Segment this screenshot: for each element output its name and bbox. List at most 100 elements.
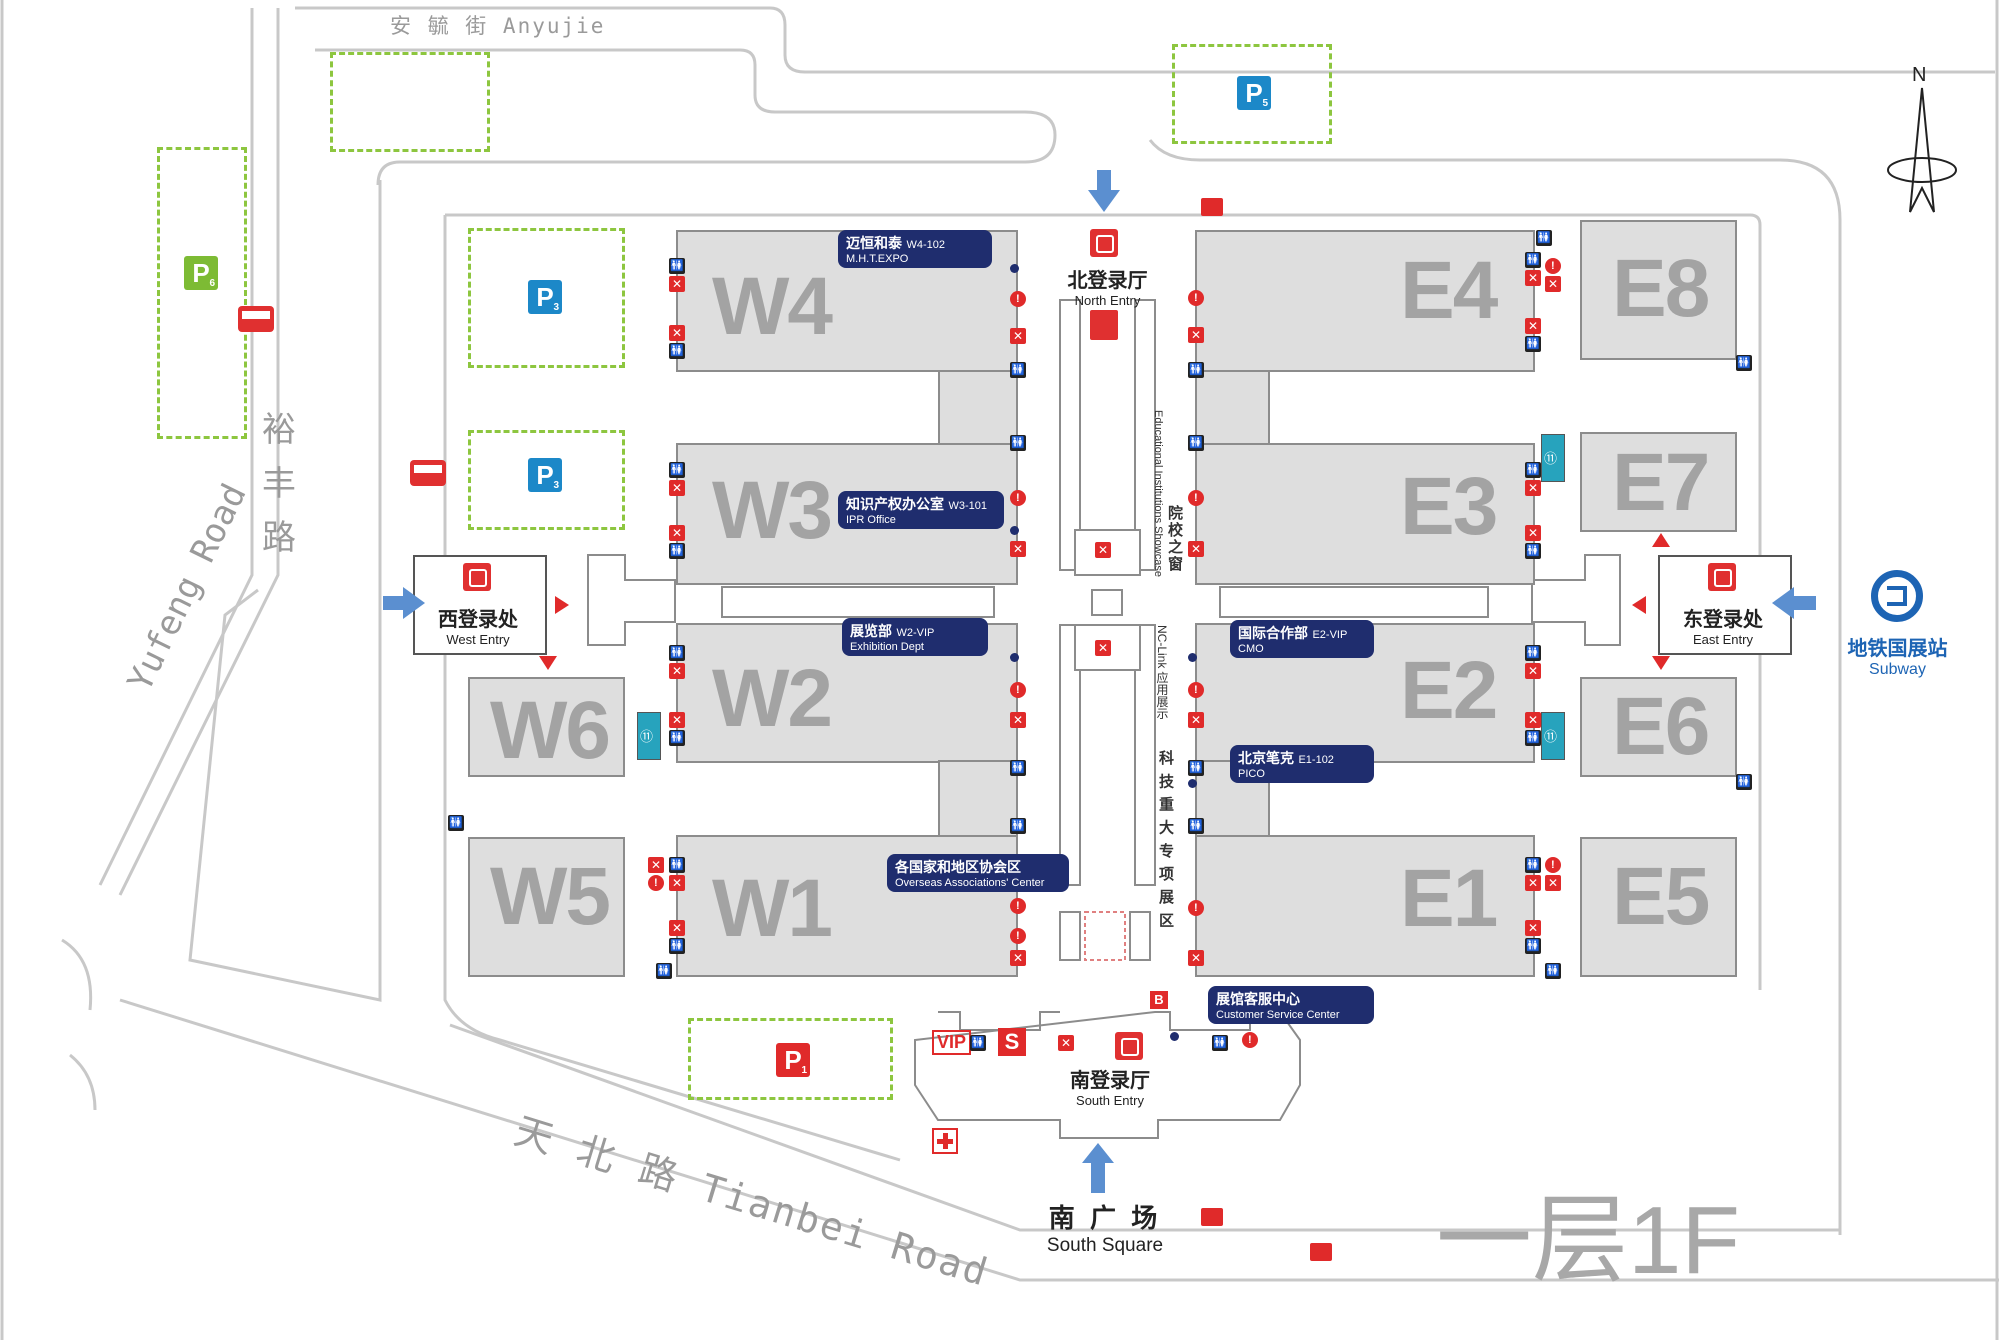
- fire-extinguisher-icon: [1010, 898, 1026, 914]
- restroom-icon: [1525, 543, 1541, 559]
- fire-exit-icon: [669, 875, 685, 891]
- subway-label[interactable]: 地铁国展站 Subway: [1847, 638, 1948, 678]
- fire-extinguisher-icon: [1188, 490, 1204, 506]
- fire-exit-icon: [1525, 318, 1541, 334]
- luggage-icon-south: [1201, 1208, 1223, 1226]
- subway-logo-bar-icon: [1887, 586, 1907, 606]
- office-dot-cmo: [1188, 653, 1197, 662]
- south-square-label: 南 广 场 South Square: [1046, 1203, 1164, 1256]
- fire-extinguisher-icon: [1545, 857, 1561, 873]
- east-entry-arrow-stem: [1794, 596, 1816, 610]
- fire-extinguisher-icon: [1010, 291, 1026, 307]
- luggage-icon-north: [1201, 198, 1223, 216]
- restroom-icon: [669, 343, 685, 359]
- restroom-icon: [1525, 938, 1541, 954]
- fire-exit-icon: [1545, 875, 1561, 891]
- hall-e8[interactable]: [1580, 220, 1737, 360]
- fire-exit-icon: [1525, 712, 1541, 728]
- office-tag-pico[interactable]: 北京笔克 E1-102 PICO: [1230, 745, 1374, 783]
- hall-label-w4: W4: [712, 261, 833, 352]
- hall-label-w3: W3: [712, 465, 833, 556]
- restroom-icon: [1010, 760, 1026, 776]
- north-entry-label[interactable]: 北登录厅 North Entry: [1067, 270, 1148, 308]
- restroom-icon: [1525, 857, 1541, 873]
- hall-e5[interactable]: [1580, 837, 1737, 977]
- restroom-icon: [1736, 355, 1752, 371]
- restroom-icon: [1010, 435, 1026, 451]
- restroom-icon: [970, 1035, 986, 1051]
- hall-e4-tail: [1195, 370, 1270, 445]
- hall-w5[interactable]: [468, 837, 625, 977]
- fire-exit-icon: [1010, 950, 1026, 966]
- restroom-icon: [1188, 760, 1204, 776]
- fire-extinguisher-icon: [1242, 1032, 1258, 1048]
- restaurant-icon-e6: [1541, 712, 1565, 760]
- parking-zone-p5: [1172, 44, 1332, 144]
- office-tag-ipr[interactable]: 知识产权办公室 W3-101 IPR Office: [838, 491, 1004, 529]
- fire-exit-icon: [1525, 270, 1541, 286]
- office-tag-exhibition-dept[interactable]: 展览部 W2-VIP Exhibition Dept: [842, 618, 988, 656]
- hall-e3[interactable]: [1195, 443, 1535, 585]
- restroom-icon: [1010, 818, 1026, 834]
- road-label-yufeng-cn-2: 丰: [262, 465, 296, 503]
- hall-e7[interactable]: [1580, 432, 1737, 532]
- hall-e1[interactable]: [1195, 835, 1535, 977]
- office-tag-cmo[interactable]: 国际合作部 E2-VIP CMO: [1230, 620, 1374, 658]
- south-entry-label[interactable]: 南登录厅 South Entry: [1070, 1070, 1150, 1108]
- parking-zone-p6: [157, 147, 247, 439]
- fire-exit-icon: [1525, 525, 1541, 541]
- fire-exit-icon: [669, 276, 685, 292]
- fire-exit-icon: [669, 325, 685, 341]
- bus-stop-icon-site: [410, 460, 446, 486]
- floor-label: 一层1F: [1436, 1187, 1741, 1294]
- office-tag-customer-service[interactable]: 展馆客服中心 Customer Service Center: [1208, 986, 1374, 1024]
- hall-label-w2: W2: [712, 653, 833, 744]
- hall-label-e2: E2: [1400, 645, 1498, 736]
- hall-e6[interactable]: [1580, 677, 1737, 777]
- south-entry-icon: [1115, 1032, 1143, 1060]
- fire-exit-icon: [669, 480, 685, 496]
- restroom-icon: [1525, 730, 1541, 746]
- hall-label-e5: E5: [1612, 851, 1710, 942]
- north-arrow-shape: [1887, 87, 1957, 213]
- restroom-icon: [669, 938, 685, 954]
- hall-w6[interactable]: [468, 677, 625, 777]
- restroom-icon: [1212, 1035, 1228, 1051]
- west-entry-label[interactable]: 西登录处 West Entry: [438, 609, 518, 647]
- restroom-icon: [1525, 252, 1541, 268]
- fire-extinguisher-icon: [648, 875, 664, 891]
- hall-label-e4: E4: [1400, 245, 1498, 336]
- east-entry-label[interactable]: 东登录处 East Entry: [1683, 609, 1763, 647]
- service-b-sign: B: [1150, 991, 1168, 1009]
- fire-exit-icon: [1188, 950, 1204, 966]
- fire-exit-icon: [1525, 920, 1541, 936]
- road-label-yufeng-cn-3: 路: [262, 519, 296, 557]
- office-tag-mht-expo[interactable]: 迈恒和泰 W4-102 M.H.T.EXPO: [838, 230, 992, 268]
- hall-label-w1: W1: [712, 863, 833, 954]
- north-entry-arrow-stem: [1097, 170, 1111, 192]
- restroom-icon: [1525, 462, 1541, 478]
- fire-exit-icon: [648, 857, 664, 873]
- first-aid-icon: [932, 1128, 958, 1154]
- north-entry-arrow-icon: [1088, 190, 1120, 212]
- fire-exit-icon: [1545, 276, 1561, 292]
- restroom-icon: [669, 543, 685, 559]
- office-tag-overseas-associations[interactable]: 各国家和地区协会区 Overseas Associations' Center: [887, 854, 1069, 892]
- east-direction-up-icon: [1652, 533, 1670, 547]
- fire-exit-icon: [1095, 542, 1111, 558]
- fire-extinguisher-icon: [1188, 290, 1204, 306]
- east-direction-left-icon: [1632, 596, 1646, 614]
- restroom-icon: [669, 462, 685, 478]
- restroom-icon: [669, 645, 685, 661]
- west-entry-arrow-icon: [403, 587, 425, 619]
- fire-exit-icon: [1188, 712, 1204, 728]
- hall-label-e6: E6: [1612, 681, 1710, 772]
- north-label: N: [1912, 64, 1927, 86]
- restroom-icon: [669, 857, 685, 873]
- east-direction-down-icon: [1652, 656, 1670, 670]
- fire-exit-icon: [1188, 327, 1204, 343]
